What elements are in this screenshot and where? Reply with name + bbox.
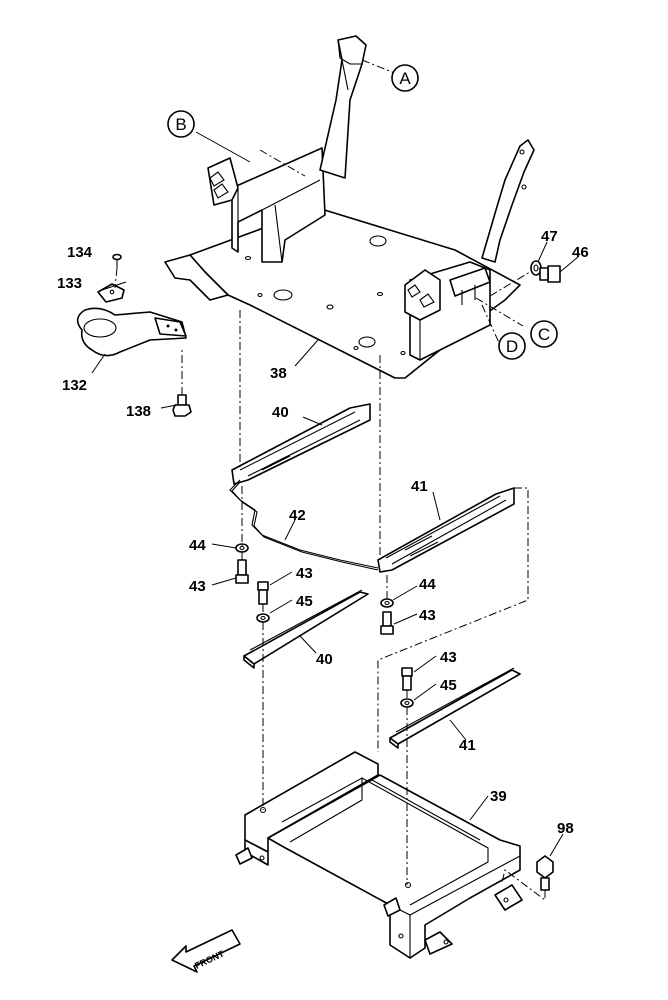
assembly-lines — [239, 59, 546, 901]
part-label-41-lower: 41 — [459, 737, 476, 754]
part-label-46: 46 — [572, 244, 589, 261]
part-42-wire — [229, 479, 379, 569]
part-43-lower-bolt — [401, 667, 413, 691]
callout-b: B — [167, 110, 195, 138]
part-45-mid-washer — [256, 613, 270, 623]
part-40-lower-rail — [243, 589, 369, 669]
part-label-38: 38 — [270, 365, 287, 382]
callout-d-label: D — [506, 337, 518, 356]
leader-47-46-axis — [489, 271, 531, 297]
part-label-45-mid: 45 — [296, 593, 313, 610]
lever-c — [481, 139, 535, 263]
part-label-41-upper: 41 — [411, 478, 428, 495]
part-label-43-mid: 43 — [296, 565, 313, 582]
part-label-98: 98 — [557, 820, 574, 837]
callout-b-label: B — [175, 115, 186, 134]
part-label-132: 132 — [62, 377, 87, 394]
front-arrow: FRONT — [171, 929, 241, 973]
part-label-40-lower: 40 — [316, 651, 333, 668]
part-label-43-lower: 43 — [440, 649, 457, 666]
left-bracket — [207, 147, 326, 263]
part-47-washer — [530, 260, 542, 276]
part-label-45-lower: 45 — [440, 677, 457, 694]
part-138-bolt — [172, 350, 192, 417]
part-44-left-washer — [235, 543, 249, 553]
leader-lines — [91, 131, 579, 857]
part-label-44-left: 44 — [189, 537, 206, 554]
part-label-40-upper: 40 — [272, 404, 289, 421]
callout-c: C — [530, 320, 558, 348]
part-label-39: 39 — [490, 788, 507, 805]
part-41-lower-rail — [389, 667, 521, 749]
lever-a — [319, 35, 367, 179]
part-label-133: 133 — [57, 275, 82, 292]
part-98-bolt — [536, 855, 554, 891]
part-40-upper-rail — [231, 403, 371, 485]
part-45-lower-washer — [400, 698, 414, 708]
part-43-left-bolt — [235, 559, 249, 584]
right-bracket — [404, 261, 491, 361]
part-label-44-right: 44 — [419, 576, 436, 593]
part-133-plate — [97, 283, 125, 303]
callout-a-label: A — [399, 69, 411, 88]
part-44-right-washer — [380, 598, 394, 608]
part-label-43-left: 43 — [189, 578, 206, 595]
part-43-right-bolt — [380, 611, 394, 635]
callout-d: D — [498, 332, 526, 360]
part-41-upper-rail — [377, 487, 515, 573]
callout-a: A — [391, 64, 419, 92]
part-132-hook — [76, 307, 187, 357]
part-46-pin — [539, 265, 561, 283]
part-label-47: 47 — [541, 228, 558, 245]
part-39-base-frame — [235, 751, 523, 959]
callout-c-label: C — [538, 325, 550, 344]
part-label-134: 134 — [67, 244, 93, 261]
part-label-138: 138 — [126, 403, 151, 420]
part-label-42: 42 — [289, 507, 306, 524]
part-43-mid-bolt — [257, 581, 269, 605]
part-label-43-right: 43 — [419, 607, 436, 624]
